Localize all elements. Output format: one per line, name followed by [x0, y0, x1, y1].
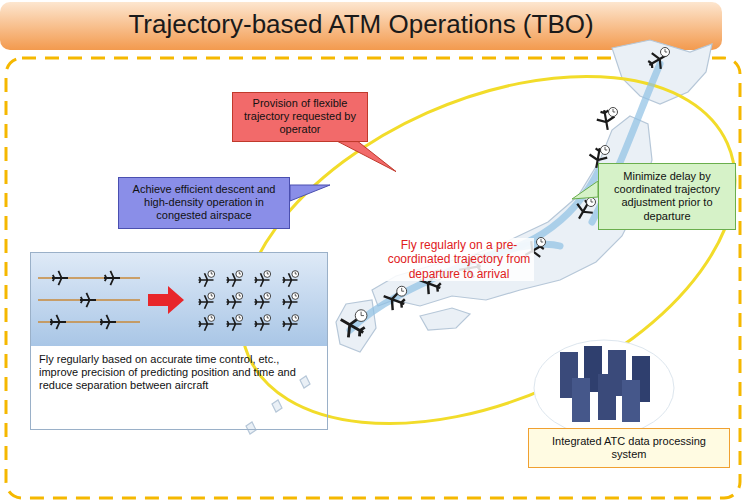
clock-icon [208, 315, 215, 322]
illustration-panel: Fly regularly based on accurate time con… [30, 252, 328, 430]
clock-icon [661, 48, 670, 57]
box-text: Achieve efficient descent and high-densi… [125, 183, 283, 223]
clock-icon [292, 271, 299, 278]
callout-tails [290, 142, 598, 201]
panel-aircraft [50, 271, 299, 331]
dashed-frame [6, 58, 740, 498]
aircraft-icon [645, 47, 671, 73]
clock-icon [208, 293, 215, 300]
aircraft-icon [100, 315, 116, 329]
aircraft-icon [104, 271, 120, 285]
separation-tracks [38, 278, 140, 322]
clock-icon [587, 198, 596, 207]
clock-icon [264, 293, 271, 300]
clock-icon [355, 310, 367, 322]
clock-icon [236, 293, 243, 300]
aircraft-icon [595, 109, 616, 132]
clock-icon [292, 293, 299, 300]
callout-box: Provision of flexible trajectory request… [232, 92, 368, 142]
clock-icon [208, 271, 215, 278]
clock-icon [537, 238, 546, 247]
clock-icon [292, 315, 299, 322]
callout-tail [338, 142, 396, 172]
clock-icon [609, 108, 618, 117]
clock-icon [264, 271, 271, 278]
separation-panel-sky [30, 252, 328, 346]
coverage-ellipse [188, 6, 746, 493]
aircraft-icon [335, 309, 369, 342]
box-text: Minimize delay by coordinated trajectory… [605, 170, 729, 223]
box-text: Provision of flexible trajectory request… [238, 97, 362, 137]
trajectory-note: Fly regularly on a pre-coordinated traje… [384, 238, 534, 281]
clock-icon [601, 146, 610, 155]
aircraft-icon [571, 197, 597, 223]
title-text: Trajectory-based ATM Operations (TBO) [0, 9, 722, 40]
clock-icon [264, 315, 271, 322]
server-cluster [534, 340, 674, 436]
clock-icon [236, 315, 243, 322]
aircraft-icon [80, 293, 96, 307]
clock-icon [397, 286, 407, 296]
callout-box: Minimize delay by coordinated trajectory… [598, 163, 736, 230]
clock-icon [236, 271, 243, 278]
box-text: Fly regularly based on accurate time con… [39, 353, 319, 393]
aircraft-icon [52, 271, 68, 285]
callout-tail [572, 181, 598, 199]
aircraft-icon [380, 287, 407, 313]
system-box: Integrated ATC data processing system [528, 428, 730, 468]
title-banner [0, 2, 722, 50]
callout-tail [290, 185, 330, 201]
transition-arrow [148, 286, 184, 314]
aircraft-icon [50, 315, 66, 329]
callout-box: Achieve efficient descent and high-densi… [118, 177, 290, 229]
box-text: Integrated ATC data processing system [535, 435, 723, 461]
